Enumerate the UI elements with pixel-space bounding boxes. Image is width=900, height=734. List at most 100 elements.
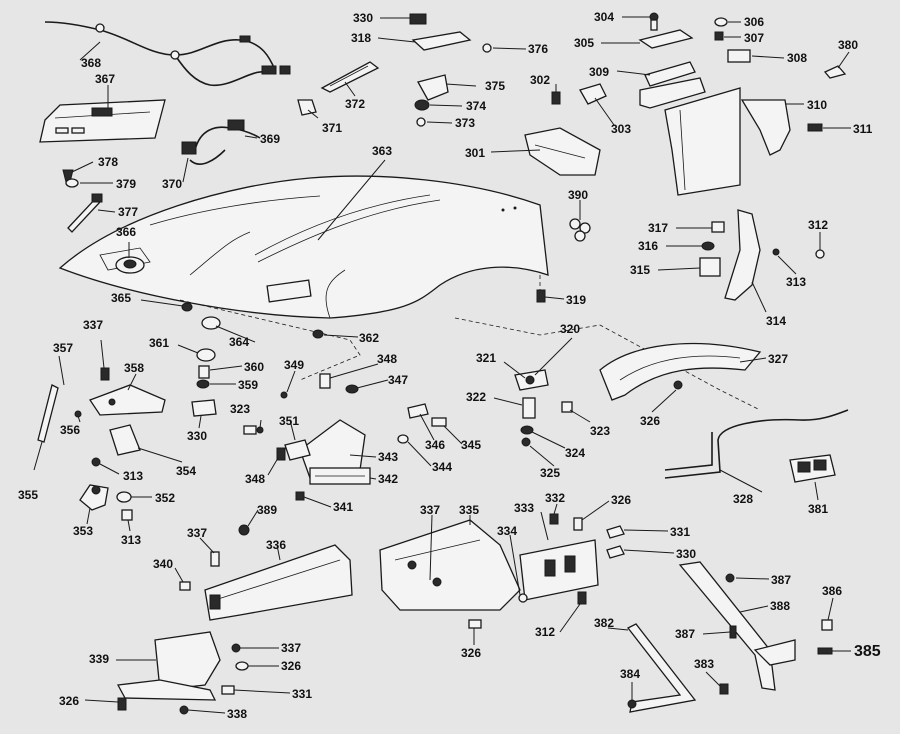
nut-306 (714, 17, 728, 27)
callout-307: 307 (744, 31, 764, 45)
brace-388 (678, 561, 796, 691)
callout-328: 328 (733, 492, 753, 506)
callout-313-top: 313 (786, 275, 806, 289)
bolt-385 (817, 647, 833, 655)
callout-323-right: 323 (590, 424, 610, 438)
bracket-305 (638, 29, 694, 49)
hood-outline-dashed (179, 299, 361, 381)
bolt-338 (179, 705, 189, 715)
callout-339: 339 (89, 652, 109, 666)
hood-latch-assembly (115, 256, 145, 274)
support-bar-328 (664, 409, 849, 479)
hood-release-cable (44, 21, 291, 87)
cap-364 (201, 316, 221, 330)
callout-364: 364 (229, 335, 249, 349)
callout-373: 373 (455, 116, 475, 130)
callout-302: 302 (530, 73, 550, 87)
clip-380 (823, 65, 847, 79)
callout-313-left: 313 (123, 469, 143, 483)
hinge-358 (89, 384, 166, 416)
clip-340 (179, 581, 191, 591)
bolt-345 (431, 417, 447, 427)
callout-389: 389 (257, 503, 277, 517)
callout-348-top: 348 (377, 352, 397, 366)
bolt-348-lower (276, 447, 286, 461)
reinforcement-309 (639, 61, 706, 109)
callout-330-right: 330 (676, 547, 696, 561)
callout-338: 338 (227, 707, 247, 721)
callout-349: 349 (284, 358, 304, 372)
callout-332: 332 (545, 491, 565, 505)
callout-342: 342 (378, 472, 398, 486)
callout-374: 374 (466, 99, 486, 113)
callout-316: 316 (638, 239, 658, 253)
bracket-301 (524, 127, 601, 176)
callout-331-lower: 331 (292, 687, 312, 701)
bolt-313-lower (121, 509, 133, 521)
callout-322: 322 (466, 390, 486, 404)
callout-330-top: 330 (353, 11, 373, 25)
trim-piece-372 (320, 61, 380, 93)
latch-striker-314 (724, 209, 761, 301)
clip-331-lower (221, 685, 235, 695)
callout-352: 352 (155, 491, 175, 505)
wiring-harness (181, 119, 261, 165)
washer-359 (196, 379, 210, 389)
callout-343: 343 (378, 450, 398, 464)
callout-363: 363 (372, 144, 392, 158)
callout-314: 314 (766, 314, 786, 328)
callout-388: 388 (770, 599, 790, 613)
callout-348-lower: 348 (245, 472, 265, 486)
callout-312-bottom: 312 (535, 625, 555, 639)
spring-360 (198, 365, 210, 379)
nut-352 (116, 491, 132, 503)
gas-strut-357 (33, 384, 59, 471)
bolt-326-center (573, 517, 583, 531)
bolt-387-top (725, 573, 735, 583)
callout-340: 340 (153, 557, 173, 571)
callout-324: 324 (565, 446, 585, 460)
hood-panel (58, 175, 549, 319)
callout-301: 301 (465, 146, 485, 160)
bolt-337-bottom (210, 551, 220, 567)
clip-334 (518, 593, 528, 603)
washer-324 (520, 425, 534, 435)
fastener-332 (549, 513, 559, 525)
clip-331-right (606, 525, 625, 539)
callout-318: 318 (351, 31, 371, 45)
rear-hood-panel (39, 99, 166, 143)
washer-344 (397, 434, 409, 444)
callout-325: 325 (540, 466, 560, 480)
callout-319: 319 (566, 293, 586, 307)
callout-354: 354 (176, 464, 196, 478)
hinge-strut-320 (514, 369, 549, 391)
callout-326-bottom: 326 (59, 694, 79, 708)
callout-355: 355 (18, 488, 38, 502)
callout-312-top: 312 (808, 218, 828, 232)
clip-362 (312, 329, 324, 339)
callout-351: 351 (279, 414, 299, 428)
latch-support-375 (417, 74, 449, 101)
callout-383: 383 (694, 657, 714, 671)
bolt-348-top (319, 373, 331, 389)
leader-lines (58, 16, 851, 714)
callout-303: 303 (611, 122, 631, 136)
callout-384: 384 (620, 667, 640, 681)
fastener-cluster-390 (569, 218, 591, 242)
callout-379: 379 (116, 177, 136, 191)
callout-326-liner: 326 (640, 414, 660, 428)
screw-307 (714, 31, 724, 41)
callout-386: 386 (822, 584, 842, 598)
callout-370: 370 (162, 177, 182, 191)
callout-365: 365 (111, 291, 131, 305)
callout-356: 356 (60, 423, 80, 437)
callout-335: 335 (459, 503, 479, 517)
bolt-389 (238, 524, 250, 536)
callout-337-center: 337 (420, 503, 440, 517)
callout-321: 321 (476, 351, 496, 365)
bolt-319 (536, 289, 546, 303)
bolt-376 (482, 43, 492, 53)
bolt-323-left (243, 425, 264, 435)
bracket-339 (116, 631, 221, 701)
callout-385: 385 (854, 643, 881, 660)
